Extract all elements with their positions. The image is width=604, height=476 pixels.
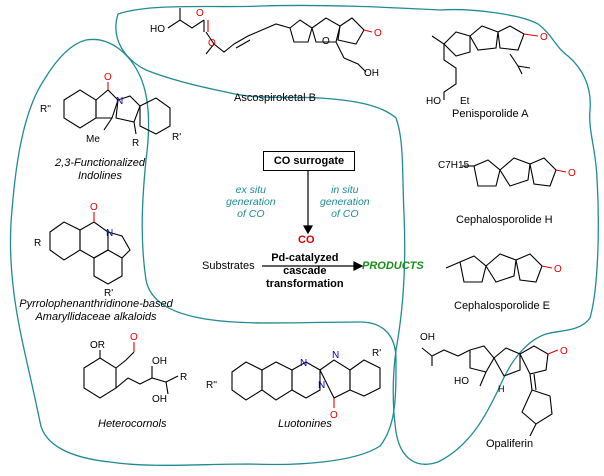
pyrrolo-structure	[49, 212, 131, 285]
atom-o-1: O	[208, 38, 216, 49]
pd-cascade-label: Pd-catalyzed cascade transformation	[266, 252, 344, 290]
atom-rp-1: R'	[172, 132, 181, 143]
atom-n-4: N	[332, 350, 339, 361]
co-label: CO	[298, 234, 315, 246]
co-surrogate-box: CO surrogate	[263, 151, 355, 171]
region-top	[115, 4, 599, 465]
ex-situ-label: ex situ generation of CO	[226, 184, 276, 220]
atom-c7h15: C7H15	[438, 160, 470, 171]
atom-n-3: N	[300, 358, 307, 369]
atom-o-10: O	[90, 202, 98, 213]
atom-r-2: R	[34, 238, 41, 249]
atom-n-1: N	[116, 96, 123, 107]
name-heterocornols: Heterocornols	[98, 418, 167, 430]
atom-n-2: N	[106, 228, 113, 239]
atom-o-4: O	[374, 28, 382, 39]
name-cephalosporolide-e: Cephalosporolide E	[454, 300, 551, 312]
atom-rp-2: R'	[104, 288, 113, 299]
name-indolines: 2,3-Functionalized Indolines	[55, 157, 145, 182]
atom-o-9: O	[104, 72, 112, 83]
atom-o-7: O	[554, 264, 562, 275]
atom-o-12: O	[330, 410, 338, 421]
region-left	[9, 38, 397, 466]
atom-n-5: N	[318, 380, 325, 391]
atom-r-3: R	[180, 372, 187, 383]
atom-o-6: O	[568, 168, 576, 179]
center-arrows	[262, 170, 364, 271]
cephalosporolide-h-structure	[462, 157, 567, 187]
atom-rp-3: R'	[372, 348, 381, 359]
name-ascospiroketal: Ascospiroketal B	[234, 92, 316, 104]
heterocornol-structure	[83, 342, 179, 399]
atom-h-1: H	[498, 384, 505, 394]
name-opaliferin: Opaliferin	[486, 438, 534, 450]
atom-rdp-1: R''	[40, 104, 51, 115]
cephalosporolide-e-structure	[445, 253, 553, 283]
atom-o-5: O	[540, 32, 548, 43]
name-penisporolide: Penisporolide A	[452, 108, 529, 120]
indoline-structure	[63, 82, 171, 135]
atom-me: Me	[86, 134, 100, 145]
opaliferin-structure	[421, 345, 559, 437]
name-pyrrolo: Pyrrolophenanthridinone-based Amaryllida…	[19, 298, 173, 323]
atom-oh-1: OH	[364, 68, 379, 79]
atom-oh-2: OH	[420, 332, 435, 343]
name-cephalosporolide-h: Cephalosporolide H	[456, 214, 553, 226]
penisporolide-structure	[431, 25, 539, 100]
atom-o-8: O	[560, 346, 568, 357]
atom-ho-3: HO	[454, 376, 469, 387]
atom-or: OR	[90, 340, 105, 351]
in-situ-label: in situ generation of CO	[320, 184, 370, 220]
products-label: PRODUCTS	[362, 260, 424, 272]
atom-oh-3: OH	[152, 356, 167, 367]
substrates-label: Substrates	[202, 260, 255, 272]
atom-ho-1: HO	[150, 24, 165, 35]
atom-et: Et	[460, 96, 470, 107]
atom-r-1: R	[132, 138, 139, 149]
atom-ho-2: HO	[426, 96, 441, 107]
ascospiroketal-structure	[167, 8, 373, 73]
luotonine-structure	[231, 359, 381, 408]
atom-oh-4: OH	[152, 394, 167, 405]
name-luotonines: Luotonines	[278, 418, 332, 430]
atom-o-3: O	[322, 36, 330, 47]
atom-rdp-2: R''	[206, 380, 217, 391]
atom-o-11: O	[130, 332, 138, 343]
atom-o-2: O	[196, 8, 204, 19]
